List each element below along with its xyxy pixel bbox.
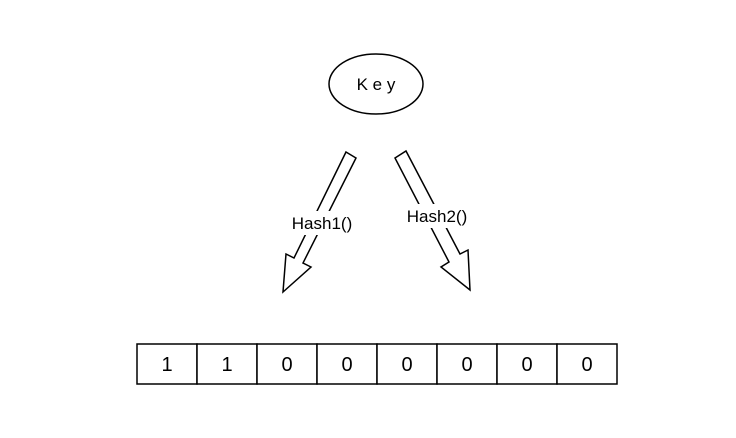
bit-cell: 0: [496, 343, 558, 385]
bit-cell: 1: [136, 343, 198, 385]
bit-cell-value: 0: [461, 354, 472, 376]
bit-cell-value: 0: [341, 354, 352, 376]
bit-array: 1 1 0 0 0 0 0 0: [136, 343, 618, 385]
bit-cell-value: 0: [581, 354, 592, 376]
bit-cell: 0: [316, 343, 378, 385]
key-ellipse: [328, 53, 424, 115]
bit-cell: 0: [556, 343, 618, 385]
bit-cell-value: 0: [281, 354, 292, 376]
bit-cell-box: [556, 343, 618, 385]
hash2-label-group: Hash2(): [400, 204, 474, 228]
bit-cell-value: 0: [401, 354, 412, 376]
bit-cell-value: 1: [161, 354, 172, 376]
hash1-label: Hash1(): [292, 214, 352, 233]
bit-cell-box: [316, 343, 378, 385]
bit-cell: 0: [436, 343, 498, 385]
bit-cell: 1: [196, 343, 258, 385]
key-label: K e y: [357, 75, 396, 94]
bit-cell-value: 0: [521, 354, 532, 376]
bit-cell-box: [196, 343, 258, 385]
bit-cell-box: [436, 343, 498, 385]
bit-cell-box: [376, 343, 438, 385]
hash2-label: Hash2(): [407, 207, 467, 226]
hash2-label-bg: [400, 204, 474, 228]
hash1-label-bg: [286, 211, 358, 235]
bit-cell-box: [256, 343, 318, 385]
hash1-label-group: Hash1(): [286, 211, 358, 235]
bit-cell: 0: [376, 343, 438, 385]
bit-cell-box: [496, 343, 558, 385]
bit-cell: 0: [256, 343, 318, 385]
bit-cell-value: 1: [221, 354, 232, 376]
key-node: K e y: [328, 53, 424, 115]
